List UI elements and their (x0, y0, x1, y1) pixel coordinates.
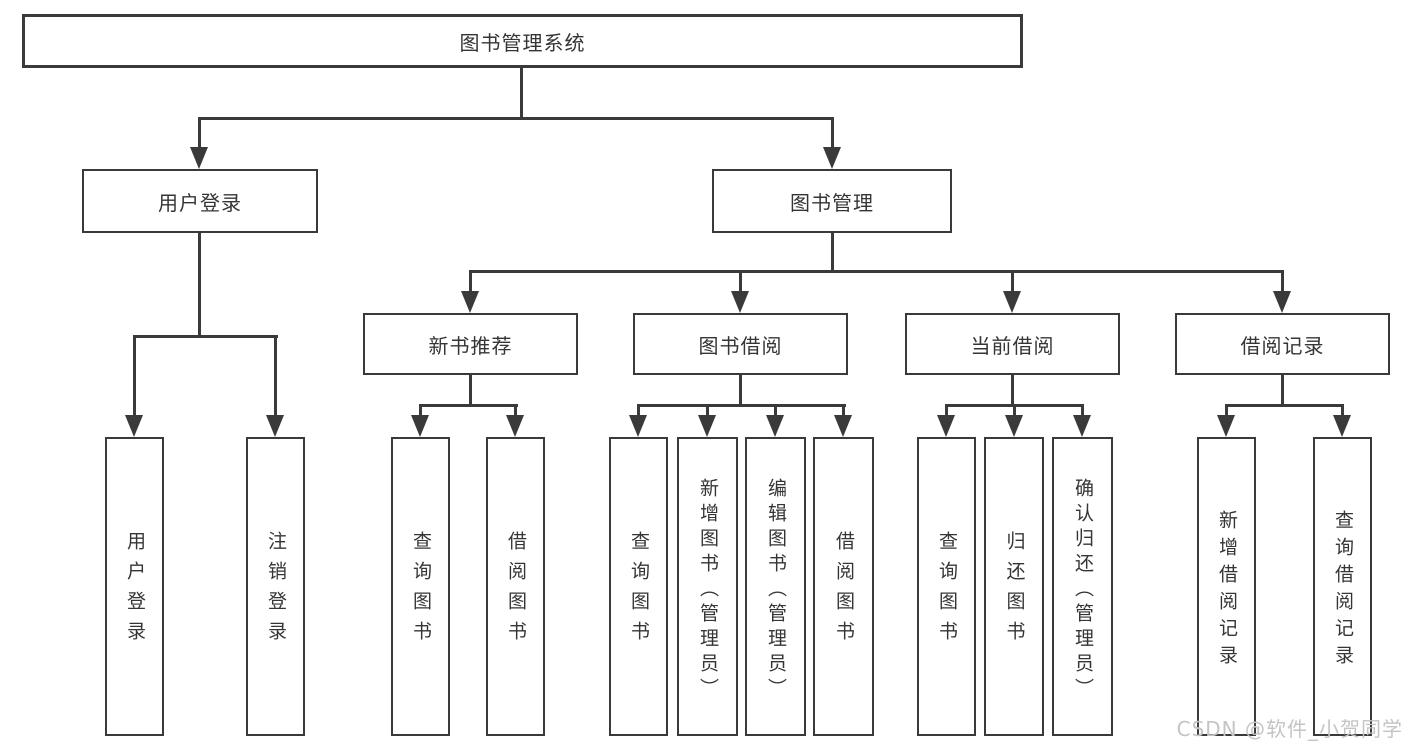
arrow-down-icon (266, 415, 284, 437)
leaf-br-add-record: 新增借阅记录 (1197, 437, 1256, 736)
node-book-borrow: 图书借阅 (633, 313, 848, 375)
connector-line (739, 375, 742, 406)
node-current-borrow: 当前借阅 (905, 313, 1120, 375)
leaf-cb-query-books: 查询图书 (917, 437, 976, 736)
connector-line (514, 404, 517, 419)
arrow-down-icon (1333, 415, 1351, 437)
connector-line (198, 117, 834, 120)
connector-line (831, 233, 834, 273)
arrow-down-icon (731, 291, 749, 313)
arrow-down-icon (834, 415, 852, 437)
arrow-down-icon (461, 291, 479, 313)
arrow-down-icon (411, 415, 429, 437)
connector-line (274, 335, 277, 419)
connector-line (469, 270, 1284, 273)
connector-line (133, 335, 278, 338)
connector-line (831, 117, 834, 151)
connector-line (842, 404, 845, 419)
arrow-down-icon (937, 415, 955, 437)
arrow-down-icon (1005, 415, 1023, 437)
arrow-down-icon (823, 147, 841, 169)
arrow-down-icon (1273, 291, 1291, 313)
arrow-down-icon (629, 415, 647, 437)
connector-line (945, 404, 948, 419)
leaf-br-query-record: 查询借阅记录 (1313, 437, 1372, 736)
leaf-cb-return-books: 归还图书 (984, 437, 1044, 736)
arrow-down-icon (766, 415, 784, 437)
connector-line (1281, 270, 1284, 295)
connector-line (706, 404, 709, 419)
connector-line (1225, 404, 1228, 419)
connector-line (637, 404, 640, 419)
connector-line (1013, 404, 1016, 419)
connector-line (133, 335, 136, 419)
node-user-login: 用户登录 (82, 169, 318, 233)
arrow-down-icon (125, 415, 143, 437)
connector-line (419, 404, 518, 407)
connector-line (1081, 404, 1084, 419)
node-root: 图书管理系统 (22, 14, 1023, 68)
leaf-bb-add-books-admin: 新增图书（管理员） (677, 437, 738, 736)
arrow-down-icon (1073, 415, 1091, 437)
node-book-management: 图书管理 (712, 169, 952, 233)
connector-line (1281, 375, 1284, 406)
arrow-down-icon (698, 415, 716, 437)
arrow-down-icon (1003, 291, 1021, 313)
connector-line (739, 270, 742, 295)
node-borrow-records: 借阅记录 (1175, 313, 1390, 375)
connector-line (1341, 404, 1344, 419)
connector-line (198, 233, 201, 335)
connector-line (637, 404, 846, 407)
arrow-down-icon (506, 415, 524, 437)
leaf-nbr-borrow-books: 借阅图书 (486, 437, 545, 736)
connector-line (469, 270, 472, 295)
connector-line (419, 404, 422, 419)
leaf-logout: 注销登录 (246, 437, 305, 736)
leaf-bb-query-books: 查询图书 (609, 437, 668, 736)
leaf-nbr-query-books: 查询图书 (391, 437, 450, 736)
watermark-text: CSDN @软件_小贺同学 (1176, 717, 1403, 741)
connector-line (198, 117, 201, 151)
connector-line (774, 404, 777, 419)
leaf-bb-borrow-books: 借阅图书 (813, 437, 874, 736)
connector-line (1011, 375, 1014, 406)
connector-line (1011, 270, 1014, 295)
arrow-down-icon (1217, 415, 1235, 437)
arrow-down-icon (190, 147, 208, 169)
connector-line (520, 68, 523, 117)
leaf-bb-edit-books-admin: 编辑图书（管理员） (745, 437, 806, 736)
connector-line (1225, 404, 1344, 407)
leaf-cb-confirm-return-admin: 确认归还（管理员） (1052, 437, 1113, 736)
connector-line (469, 375, 472, 406)
node-new-book-recommend: 新书推荐 (363, 313, 578, 375)
leaf-user-login: 用户登录 (105, 437, 164, 736)
